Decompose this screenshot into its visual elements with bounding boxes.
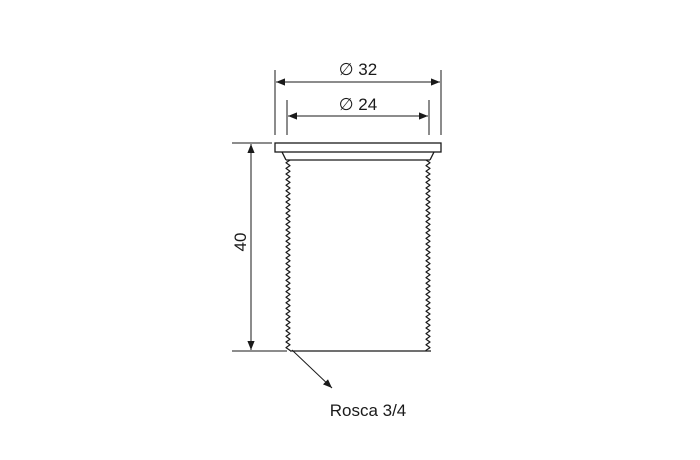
height-dimension: 40 — [231, 142, 287, 352]
outer-diameter-label: ∅ 32 — [339, 60, 377, 79]
thread-callout-label: Rosca 3/4 — [330, 401, 407, 420]
callout-leader — [291, 349, 333, 389]
thread-left — [285, 159, 291, 351]
flange — [274, 142, 442, 153]
inner-diameter-label: ∅ 24 — [339, 95, 377, 114]
height-label: 40 — [231, 233, 250, 252]
fitting-body — [274, 142, 442, 352]
outer-diameter-dimension: ∅ 32 — [274, 60, 442, 135]
shoulder-right — [429, 151, 435, 161]
thread-right — [425, 159, 431, 351]
thread-callout: Rosca 3/4 — [291, 349, 407, 420]
shoulder-left — [281, 151, 287, 161]
inner-diameter-dimension: ∅ 24 — [286, 95, 430, 135]
